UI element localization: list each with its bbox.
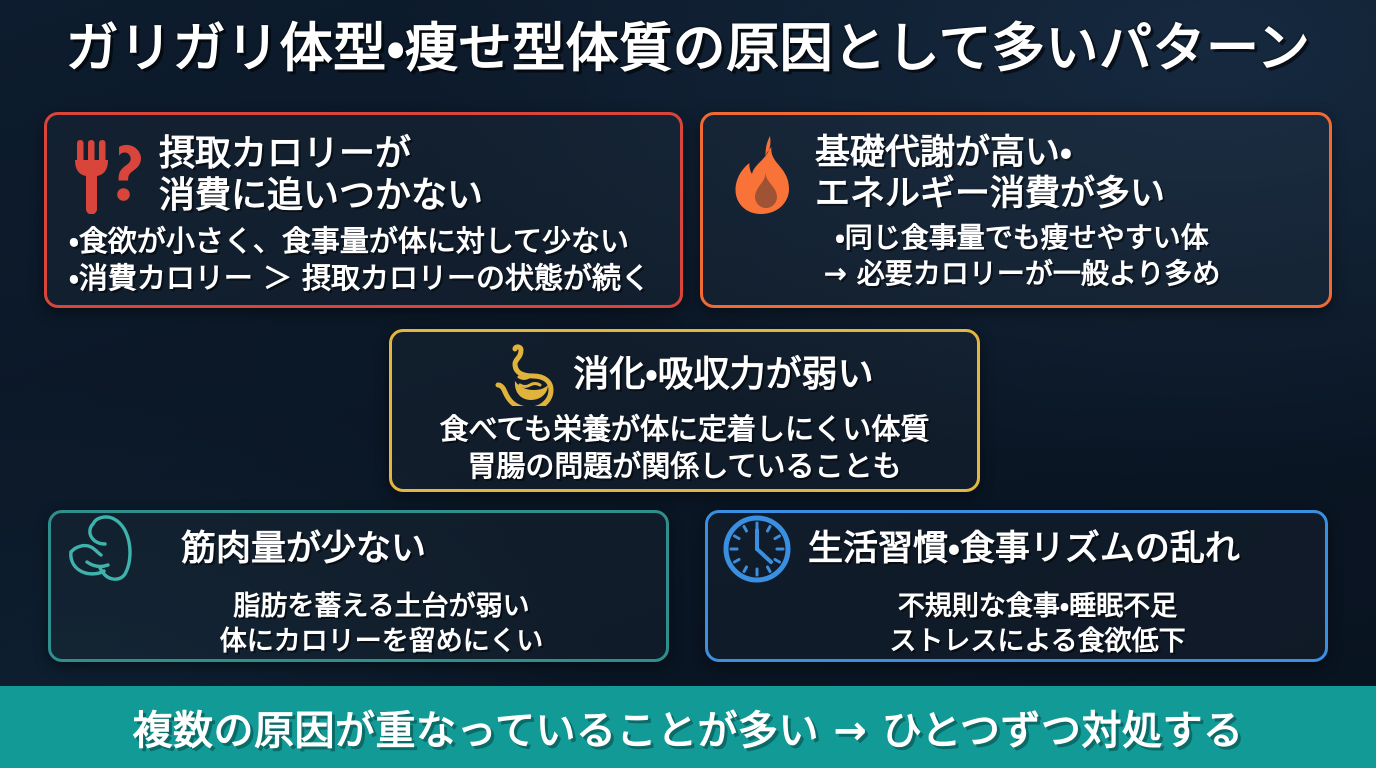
fork-question-icon xyxy=(69,136,145,214)
flexed-biceps-icon xyxy=(67,512,155,586)
clock-icon xyxy=(720,512,794,586)
card-digestion-title: 消化・吸収力が弱い xyxy=(573,354,874,396)
card-muscle-body: 脂肪を蓄える土台が弱い 体にカロリーを留めにくい xyxy=(67,590,650,659)
card-basal-metabolism: 基礎代謝が高い・ エネルギー消費が多い ・同じ食事量でも痩せやすい体 → 必要カ… xyxy=(700,112,1332,308)
card-lifestyle-line-1: 不規則な食事・睡眠不足 xyxy=(897,591,1178,623)
summary-banner: 複数の原因が重なっていることが多い → ひとつずつ対処する xyxy=(0,686,1376,768)
card-muscle-line-1: 脂肪を蓄える土台が弱い xyxy=(233,591,530,623)
card-lifestyle-body: 不規則な食事・睡眠不足 ストレスによる食欲低下 xyxy=(720,590,1315,659)
card-intake-line-2: ・消費カロリー ＞ 摂取カロリーの状態が続く xyxy=(69,260,651,295)
card-metabolism-line-1: ・同じ食事量でも痩せやすい体 xyxy=(835,221,1209,255)
card-digestion-line-1: 食べても栄養が体に定着しにくい体質 xyxy=(439,412,930,446)
card-lifestyle-header: 生活習慣・食事リズムの乱れ xyxy=(720,512,1315,586)
card-intake-calories: 摂取カロリーが 消費に追いつかない ・食欲が小さく、食事量が体に対して少ない ・… xyxy=(44,112,683,308)
page-title: ガリガリ体型・痩せ型体質の原因として多いパターン xyxy=(65,18,1311,79)
summary-banner-text: 複数の原因が重なっていることが多い → ひとつずつ対処する xyxy=(132,708,1244,754)
card-metabolism-body: ・同じ食事量でも痩せやすい体 → 必要カロリーが一般より多め xyxy=(729,220,1315,292)
card-metabolism-header: 基礎代謝が高い・ エネルギー消費が多い xyxy=(729,133,1315,214)
card-muscle-title: 筋肉量が少ない xyxy=(181,529,427,570)
card-digestion-header: 消化・吸収力が弱い xyxy=(402,344,967,406)
card-intake-title: 摂取カロリーが 消費に追いつかない xyxy=(159,133,484,216)
card-metabolism-line-2: → 必要カロリーが一般より多め xyxy=(823,257,1221,291)
card-metabolism-title: 基礎代謝が高い・ エネルギー消費が多い xyxy=(815,133,1166,214)
card-muscle-header: 筋肉量が少ない xyxy=(67,512,650,586)
card-digestion-absorption: 消化・吸収力が弱い 食べても栄養が体に定着しにくい体質 胃腸の問題が関係している… xyxy=(389,329,980,492)
card-intake-body: ・食欲が小さく、食事量が体に対して少ない ・消費カロリー ＞ 摂取カロリーの状態… xyxy=(69,223,664,297)
card-digestion-line-2: 胃腸の問題が関係していることも xyxy=(467,449,902,484)
flame-icon xyxy=(729,134,801,214)
card-lifestyle-title: 生活習慣・食事リズムの乱れ xyxy=(808,529,1240,570)
card-lifestyle-rhythm: 生活習慣・食事リズムの乱れ 不規則な食事・睡眠不足 ストレスによる食欲低下 xyxy=(705,510,1328,662)
card-lifestyle-line-2: ストレスによる食欲低下 xyxy=(889,626,1186,657)
card-digestion-body: 食べても栄養が体に定着しにくい体質 胃腸の問題が関係していることも xyxy=(402,411,967,485)
card-muscle-line-2: 体にカロリーを留めにくい xyxy=(219,626,544,657)
card-intake-header: 摂取カロリーが 消費に追いつかない xyxy=(69,133,664,217)
card-muscle-mass: 筋肉量が少ない 脂肪を蓄える土台が弱い 体にカロリーを留めにくい xyxy=(48,510,669,662)
card-intake-line-1: ・食欲が小さく、食事量が体に対して少ない xyxy=(69,223,629,258)
stomach-icon xyxy=(495,344,561,406)
